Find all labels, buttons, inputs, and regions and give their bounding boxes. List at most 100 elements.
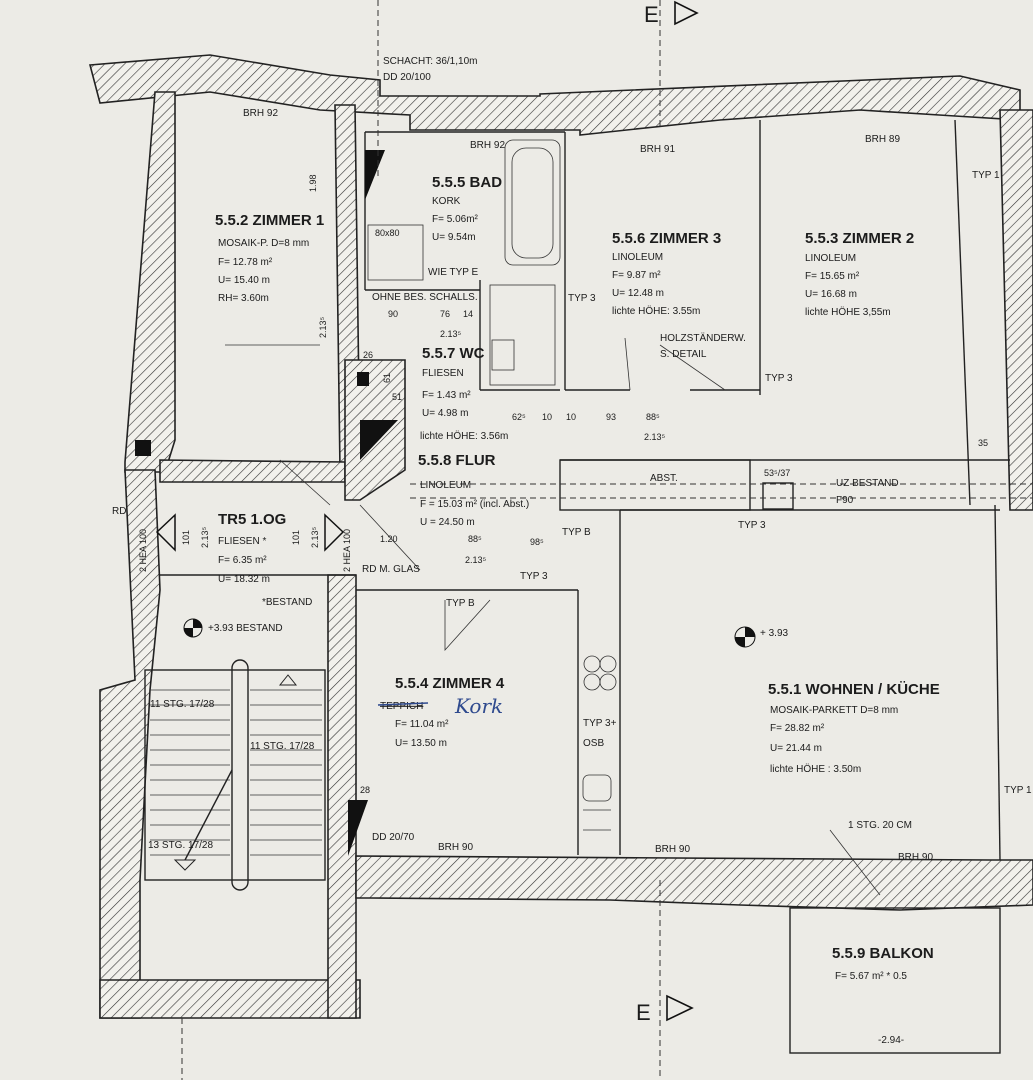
room-title-zimmer1: 5.5.2 ZIMMER 1 [215,212,324,229]
area-zimmer1: F= 12.78 m² [218,257,273,268]
beam-label: 2 HEA 100 [342,529,352,572]
beam-label: 2 HEA 100 [138,529,148,572]
dimension-label: 61 [382,373,392,383]
area-wc: F= 1.43 m² [422,390,471,401]
dimension-label: 88⁵ [646,412,660,422]
osb-label: OSB [583,738,604,749]
dimension-label: 14 [463,309,473,319]
note-tr5: *BESTAND [262,597,312,608]
sink-icon [582,774,612,802]
floor-zimmer1: MOSAIK-P. D=8 mm [218,238,309,249]
floor-flur: LINOLEUM [420,480,471,491]
dimension-label: 1.20 [380,534,398,544]
dimension-label: 10 [566,412,576,422]
dimension-label: 51 [392,392,402,402]
dimension-label: 10 [542,412,552,422]
dimension-label: 101 [291,530,301,545]
height-zimmer2: lichte HÖHE 3,55m [805,306,891,318]
dimension-label: 62⁵ [512,412,526,422]
brh-label: BRH 91 [640,144,675,155]
stair-railing [231,659,249,891]
brh-label: BRH 89 [865,134,900,145]
floor-zimmer3: LINOLEUM [612,252,663,263]
stair-down-arrow-icon [173,859,197,871]
width-balkon: -2.94- [878,1035,904,1046]
brh-label: BRH 92 [470,140,505,151]
floor-zimmer4-handwritten: Kork [454,694,503,718]
room-title-balkon: 5.5.9 BALKON [832,945,934,962]
stove-icon [583,655,617,691]
section-marker-bottom: E [636,994,694,1025]
svg-text:E: E [636,1000,651,1025]
area-zimmer4: F= 11.04 m² [395,719,449,730]
brh-label: BRH 92 [243,108,278,119]
shower-icon [367,224,424,281]
uz-bestand-label: UZ BESTAND [836,478,899,489]
balcony-step-label: 1 STG. 20 CM [848,820,912,831]
dd-label: DD 20/70 [372,832,415,843]
note-bad: WIE TYP E [428,267,479,278]
stair-up-arrow-icon [278,674,298,686]
shaft-marker-icon [365,150,385,200]
shaft-dd-label: DD 20/100 [383,72,431,83]
level-marker-icon [734,626,756,648]
dimension-label: 88⁵ [468,534,482,544]
dimension-label: 90 [388,309,398,319]
dimension-label: 2.13⁵ [644,432,666,442]
floor-wc: FLIESEN [422,368,464,379]
door-type-label: TYP 3 [568,293,596,304]
dimension-label: 2.13⁵ [200,526,210,548]
level-marker-icon [183,618,203,638]
room-title-bad: 5.5.5 BAD [432,174,502,191]
area-zimmer3: F= 9.87 m² [612,270,661,281]
window-type-label: TYP 1 [1004,785,1032,796]
door-type-label: TYP B [446,598,475,609]
chimney-icon [135,440,151,456]
floor-zimmer2: LINOLEUM [805,253,856,264]
balcony-outline [789,907,1001,1054]
area-wohnen: F= 28.82 m² [770,723,825,734]
wall-note-zimmer3: HOLZSTÄNDERW. [660,332,746,344]
level-label: + 3.93 [760,628,789,639]
section-marker-top: E [644,0,699,27]
note-wc: OHNE BES. SCHALLS. [372,292,478,303]
room-title-flur: 5.5.8 FLUR [418,452,496,469]
fixtures [135,139,617,856]
rd-label: RD [112,506,126,517]
height-wc: lichte HÖHE: 3.56m [420,430,508,442]
section-lines [181,0,1033,1080]
room-title-wc: 5.5.7 WC [422,345,485,362]
dimension-label: 28 [360,785,370,795]
dimension-labels: 90 76 14 2.13⁵ 62⁵ 10 10 93 88⁵ 2.13⁵ 1.… [181,174,988,795]
shaft-marker-icon [348,800,368,856]
dimension-label: 1.98 [308,174,318,192]
right-exterior-wall [999,109,1033,511]
wall-note-detail: S. DETAIL [660,349,707,360]
door-type-label: TYP 3 [738,520,766,531]
bathtub-icon [504,139,561,266]
floor-tr5: FLIESEN * [218,536,266,547]
dimension-label: 93 [606,412,616,422]
brh-label: BRH 90 [655,844,690,855]
shaft-label: SCHACHT: 36/1,10m [383,56,477,67]
perimeter-flur: U = 24.50 m [420,517,475,528]
area-tr5: F= 6.35 m² [218,555,267,566]
abst-door [762,482,794,510]
perimeter-bad: U= 9.54m [432,232,476,243]
door-size-label: 53⁵/37 [764,468,790,478]
perimeter-wc: U= 4.98 m [422,408,468,419]
dimension-label: 76 [440,309,450,319]
level-label: +3.93 BESTAND [208,623,283,634]
perimeter-wohnen: U= 21.44 m [770,743,822,754]
height-zimmer1: RH= 3.60m [218,293,269,304]
height-wohnen: lichte HÖHE : 3.50m [770,763,861,775]
dimension-label: 2.13⁵ [318,316,328,338]
dimension-label: 2.13⁵ [440,329,462,339]
area-zimmer2: F= 15.65 m² [805,271,860,282]
perimeter-tr5: U= 18.32 m [218,574,270,585]
rd-glas-label: RD M. GLAS [362,564,420,575]
dimension-label: 98⁵ [530,537,544,547]
perimeter-zimmer1: U= 15.40 m [218,275,270,286]
shaft-marker-icon [360,420,398,460]
